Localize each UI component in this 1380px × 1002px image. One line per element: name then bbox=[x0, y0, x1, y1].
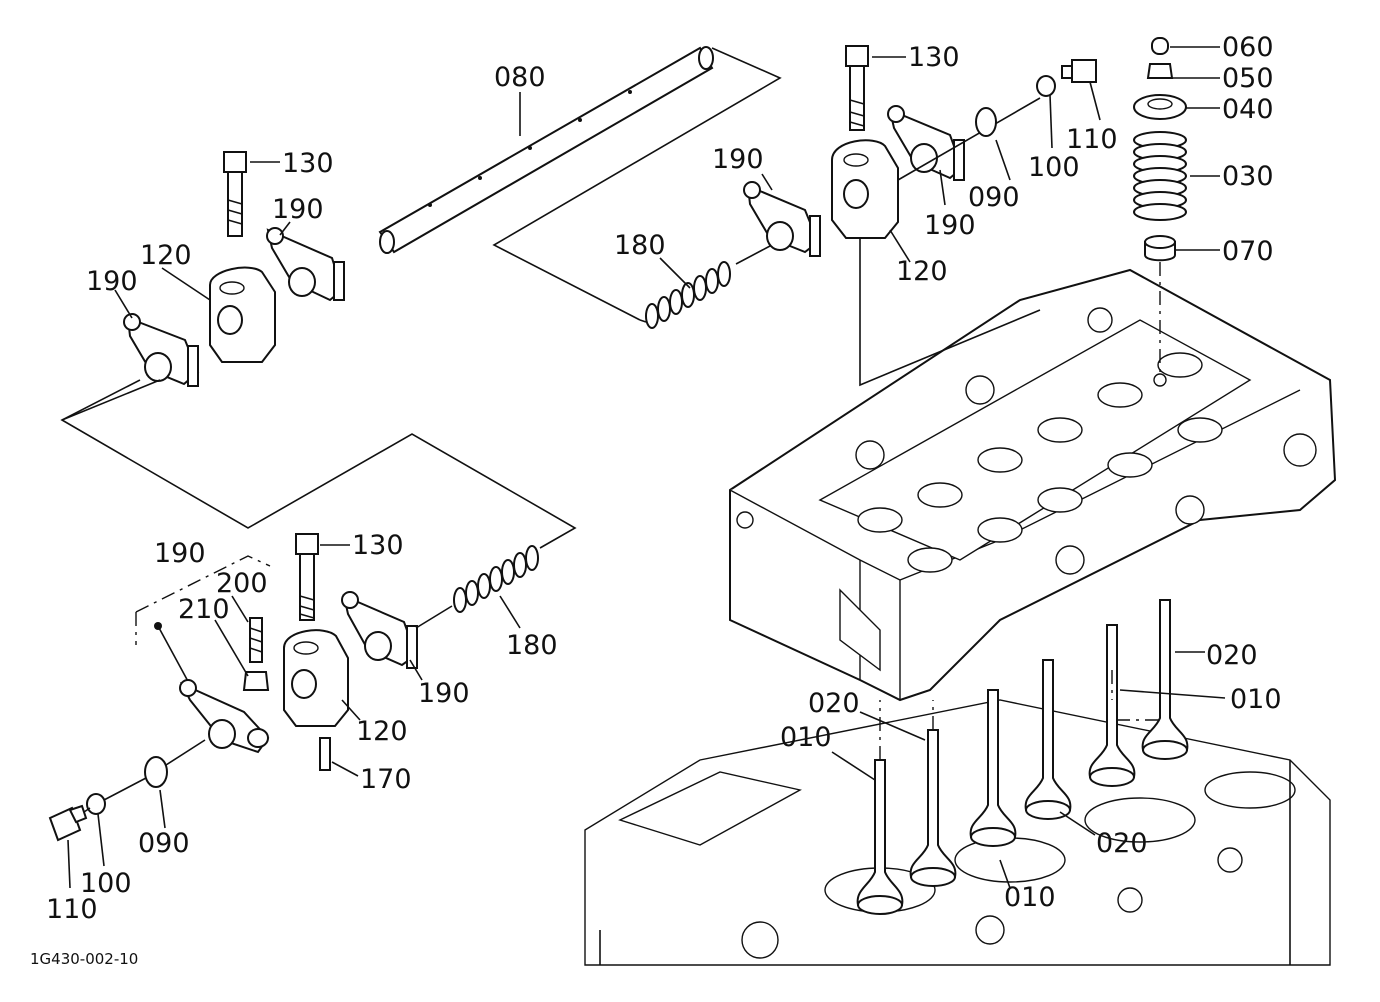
cylinder-block bbox=[584, 699, 1331, 966]
plug-110-b bbox=[48, 804, 88, 842]
callout-200: 200 bbox=[216, 568, 268, 599]
valve-4 bbox=[1024, 659, 1072, 820]
rocker-arm-190-e bbox=[179, 679, 270, 754]
callout-130-b: 130 bbox=[908, 42, 960, 73]
valve-2 bbox=[909, 729, 957, 887]
callout-170: 170 bbox=[360, 764, 412, 795]
callout-190-d: 190 bbox=[924, 210, 976, 241]
callout-020-c: 020 bbox=[1096, 828, 1148, 859]
callout-180-a: 180 bbox=[614, 230, 666, 261]
washer-090-b bbox=[144, 756, 168, 788]
rocker-bracket-120-b bbox=[831, 139, 899, 239]
callout-090-b: 090 bbox=[138, 828, 190, 859]
washer-100-b bbox=[86, 793, 106, 815]
bolt-130-c bbox=[295, 533, 319, 621]
spring-180-a bbox=[645, 261, 731, 329]
callout-180-b: 180 bbox=[506, 630, 558, 661]
callout-030: 030 bbox=[1222, 161, 1274, 192]
plug-110-a bbox=[1061, 59, 1097, 83]
rocker-arm-190-a bbox=[266, 227, 345, 302]
callout-120-a: 120 bbox=[140, 240, 192, 271]
callout-070: 070 bbox=[1222, 236, 1274, 267]
valve-3 bbox=[969, 689, 1017, 847]
callout-190-e: 190 bbox=[154, 538, 206, 569]
bolt-130-b bbox=[845, 45, 869, 131]
rocker-arm-shaft bbox=[378, 46, 782, 323]
valve-5 bbox=[1088, 624, 1136, 787]
rocker-group-lower bbox=[48, 533, 539, 842]
washer-090-a bbox=[975, 107, 997, 137]
spring-180-b bbox=[453, 545, 539, 613]
bolt-130-a bbox=[223, 151, 247, 237]
cylinder-head bbox=[729, 268, 1337, 702]
callout-080: 080 bbox=[494, 62, 546, 93]
callout-190-c: 190 bbox=[712, 144, 764, 175]
callout-130-a: 130 bbox=[282, 148, 334, 179]
callout-090-a: 090 bbox=[968, 182, 1020, 213]
callout-110-b: 110 bbox=[46, 894, 98, 925]
rocker-bracket-120-a bbox=[209, 266, 276, 363]
callout-010-b: 010 bbox=[780, 722, 832, 753]
valve-spring-stack bbox=[1133, 37, 1187, 387]
rocker-arm-190-b bbox=[123, 313, 200, 387]
callout-010-a: 010 bbox=[1230, 684, 1282, 715]
callout-labels: 080 130 190 120 190 130 190 180 120 190 … bbox=[46, 32, 1282, 925]
callout-020-b: 020 bbox=[808, 688, 860, 719]
callout-190-a: 190 bbox=[272, 194, 324, 225]
figure-code: 1G430-002-10 bbox=[30, 950, 138, 968]
leader-lines bbox=[67, 46, 1226, 889]
rocker-arm-190-c bbox=[887, 105, 965, 181]
callout-050: 050 bbox=[1222, 63, 1274, 94]
rocker-group-upper-right bbox=[645, 45, 1097, 387]
callout-100-b: 100 bbox=[80, 868, 132, 899]
callout-210: 210 bbox=[178, 594, 230, 625]
washer-100-a bbox=[1036, 75, 1056, 97]
callout-190-f: 190 bbox=[418, 678, 470, 709]
callout-120-b: 120 bbox=[896, 256, 948, 287]
valve-1 bbox=[856, 759, 904, 915]
rocker-group-upper-left bbox=[60, 151, 577, 549]
valve-spring bbox=[1133, 131, 1187, 221]
callout-190-b: 190 bbox=[86, 266, 138, 297]
callout-120-c: 120 bbox=[356, 716, 408, 747]
callout-130-c: 130 bbox=[352, 530, 404, 561]
callout-010-c: 010 bbox=[1004, 882, 1056, 913]
callout-040: 040 bbox=[1222, 94, 1274, 125]
pin-170 bbox=[319, 737, 331, 771]
callout-060: 060 bbox=[1222, 32, 1274, 63]
rocker-arm-190-d bbox=[743, 181, 821, 257]
callout-110-a: 110 bbox=[1066, 124, 1118, 155]
callout-100-a: 100 bbox=[1028, 152, 1080, 183]
valve-6 bbox=[1141, 599, 1189, 760]
nut-210 bbox=[242, 671, 270, 691]
rocker-bracket-120-c bbox=[283, 629, 349, 727]
callout-020-a: 020 bbox=[1206, 640, 1258, 671]
valves bbox=[856, 599, 1189, 915]
rocker-arm-190-f bbox=[341, 591, 418, 669]
